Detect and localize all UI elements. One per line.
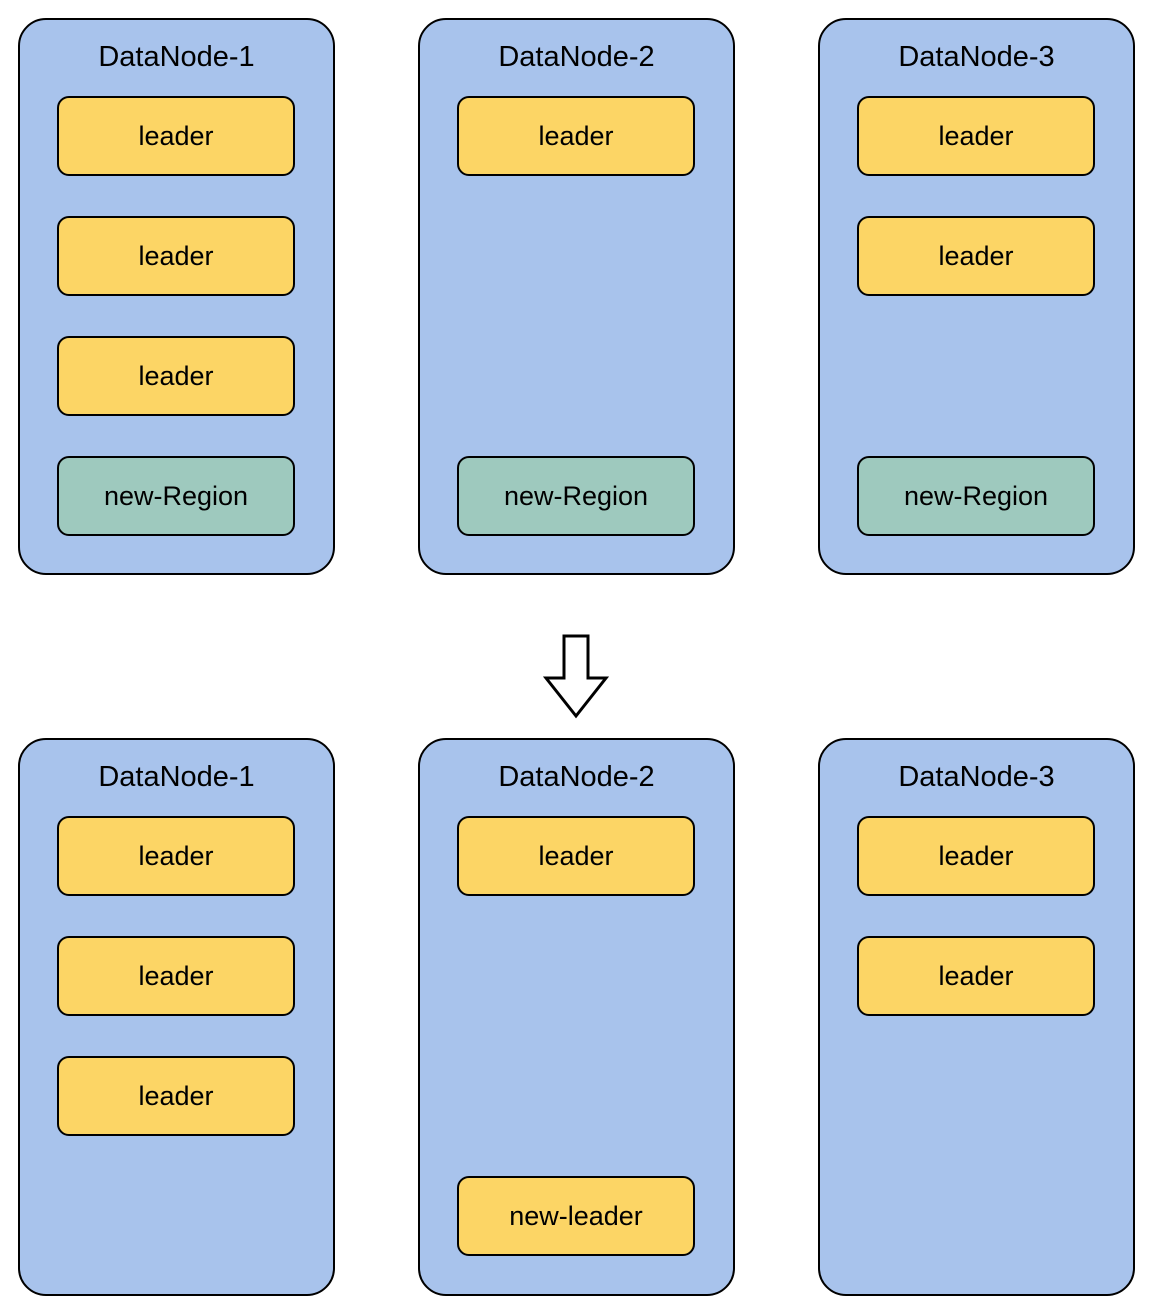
region-box-leader: leader bbox=[857, 216, 1095, 296]
datanode-panel-before-1: DataNode-1 leader leader leader new-Regi… bbox=[18, 18, 335, 575]
down-arrow-icon bbox=[542, 634, 610, 719]
region-box-leader: leader bbox=[57, 1056, 295, 1136]
region-box-leader: leader bbox=[57, 216, 295, 296]
datanode-panel-before-2: DataNode-2 leader new-Region bbox=[418, 18, 735, 575]
region-box-leader: leader bbox=[457, 816, 695, 896]
datanode-title: DataNode-1 bbox=[98, 761, 255, 793]
region-box-leader: leader bbox=[57, 96, 295, 176]
region-box-new-region: new-Region bbox=[857, 456, 1095, 536]
region-box-leader: leader bbox=[857, 96, 1095, 176]
datanode-title: DataNode-3 bbox=[898, 41, 1055, 73]
region-box-new-leader: new-leader bbox=[457, 1176, 695, 1256]
region-box-leader: leader bbox=[57, 816, 295, 896]
region-box-leader: leader bbox=[57, 936, 295, 1016]
datanode-title: DataNode-1 bbox=[98, 41, 255, 73]
region-box-leader: leader bbox=[57, 336, 295, 416]
datanode-panel-after-1: DataNode-1 leader leader leader bbox=[18, 738, 335, 1296]
region-box-leader: leader bbox=[457, 96, 695, 176]
datanode-title: DataNode-2 bbox=[498, 41, 655, 73]
datanode-panel-after-3: DataNode-3 leader leader bbox=[818, 738, 1135, 1296]
datanode-panel-after-2: DataNode-2 leader new-leader bbox=[418, 738, 735, 1296]
region-box-leader: leader bbox=[857, 816, 1095, 896]
region-box-leader: leader bbox=[857, 936, 1095, 1016]
region-box-new-region: new-Region bbox=[457, 456, 695, 536]
datanode-title: DataNode-3 bbox=[898, 761, 1055, 793]
datanode-panel-before-3: DataNode-3 leader leader new-Region bbox=[818, 18, 1135, 575]
datanode-title: DataNode-2 bbox=[498, 761, 655, 793]
region-box-new-region: new-Region bbox=[57, 456, 295, 536]
